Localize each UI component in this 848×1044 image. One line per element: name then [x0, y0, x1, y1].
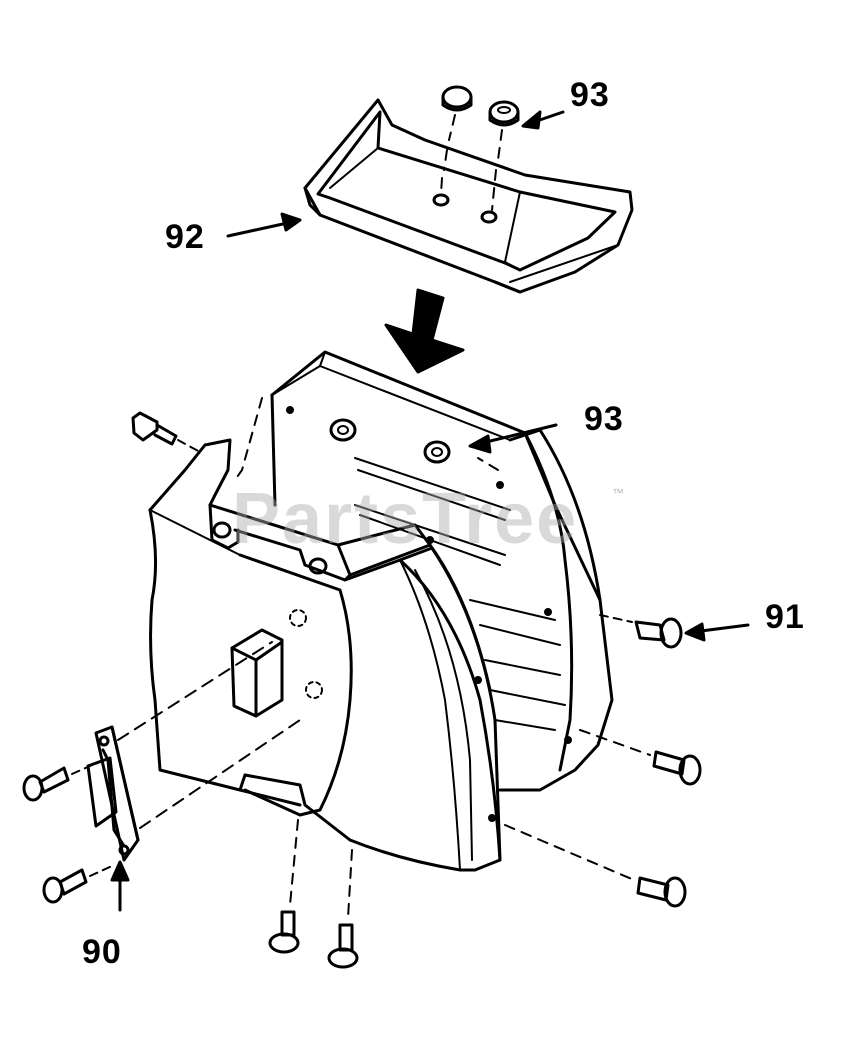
bolt-bottom-left	[268, 819, 300, 954]
bolt-top-left	[131, 411, 201, 453]
callout-93-mid: 93	[584, 400, 624, 438]
callout-90: 90	[82, 933, 122, 971]
housing-body	[148, 350, 614, 872]
bolt-91-upper	[599, 614, 683, 649]
assembly-arrow	[384, 288, 465, 374]
bolt-left-lower	[42, 865, 113, 904]
latch-bracket	[230, 609, 323, 718]
callout-91: 91	[765, 598, 805, 636]
callout-92: 92	[165, 218, 205, 256]
bolt-bottom-right	[327, 849, 359, 969]
push-nut-pair-93	[440, 85, 520, 211]
tray-part-92	[303, 98, 634, 294]
bolt-right-middle	[579, 729, 702, 786]
bolt-right-lower	[504, 824, 687, 908]
handle-plate-90	[86, 641, 301, 862]
callout-93-top: 93	[570, 76, 610, 114]
leader-arrows	[110, 110, 750, 912]
bolt-left-upper	[22, 765, 91, 802]
watermark: PartsTree	[232, 479, 579, 559]
watermark-trademark: ™	[612, 486, 624, 500]
